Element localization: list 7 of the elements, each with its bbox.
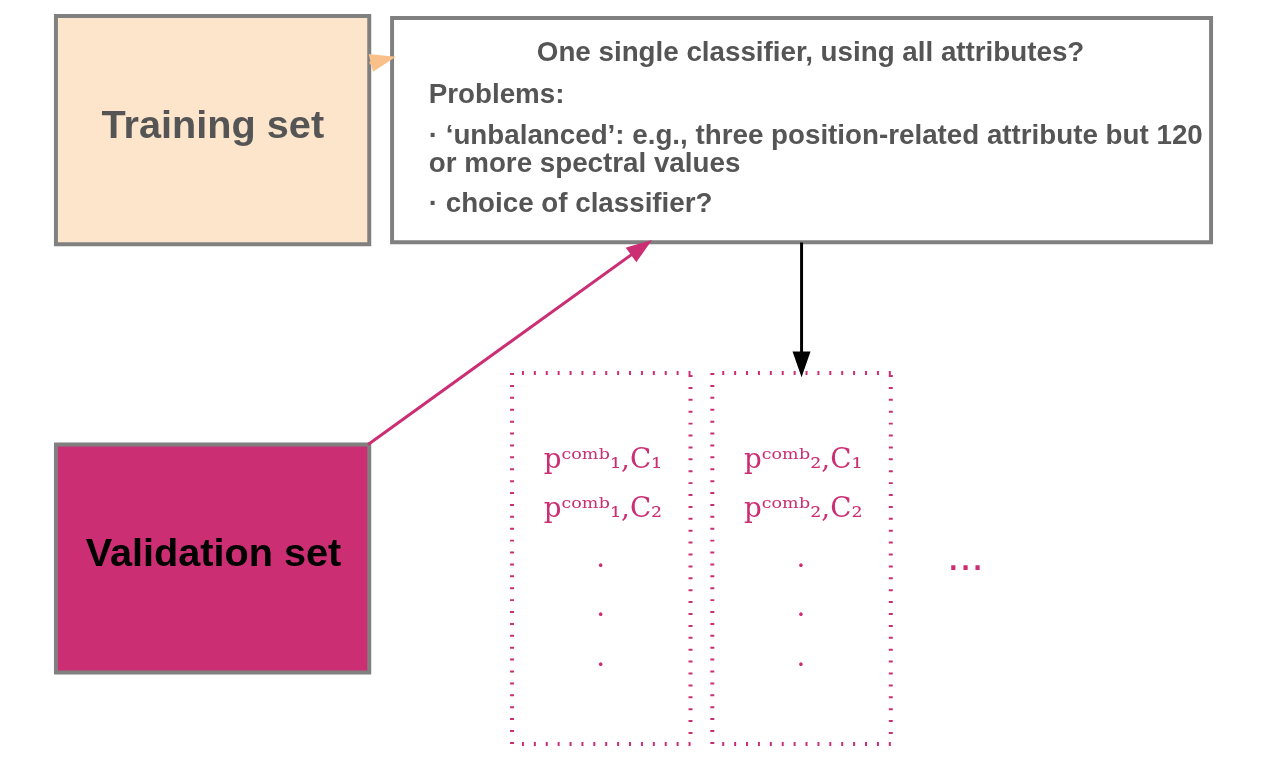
arrow	[792, 242, 811, 378]
node-label: ...	[946, 530, 984, 579]
node-box: One single classifier, using all attributes? Problems: · ‘unbalanced’: e.g., three position-related attribute but 120 or more spectral values · choice of classifier?	[389, 16, 1213, 245]
arrow	[366, 239, 652, 446]
node-box: Validation set	[53, 442, 371, 675]
node-box: pᶜᵒᵐᵇ₁,C₁ pᶜᵒᵐᵇ₁,C₂ . . .	[509, 371, 692, 746]
node-box: pᶜᵒᵐᵇ₂,C₁ pᶜᵒᵐᵇ₂,C₂ . . .	[709, 371, 893, 746]
